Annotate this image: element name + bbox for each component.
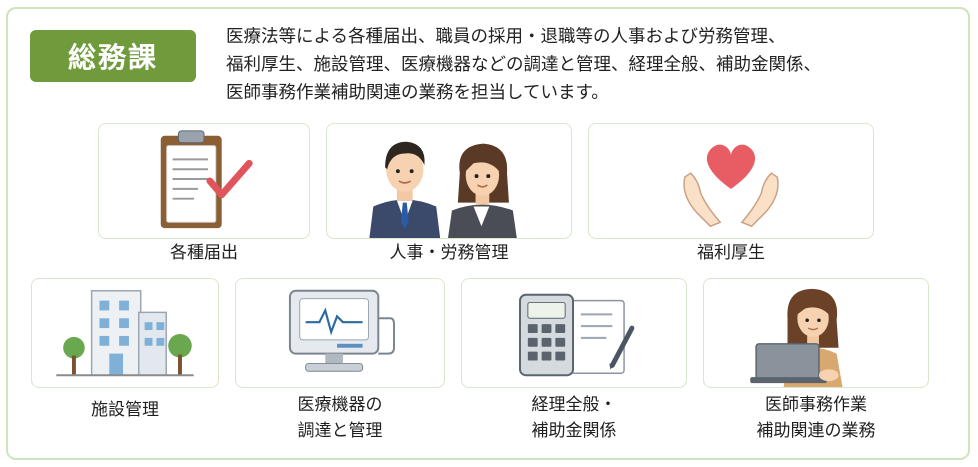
department-description: 医療法等による各種届出、職員の採用・退職等の人事および労務管理、 福利厚生、施設…	[226, 23, 956, 107]
building-icon	[56, 290, 194, 377]
card-welfare	[588, 123, 874, 239]
department-title: 総務課	[67, 41, 158, 74]
department-title-badge: 総務課	[30, 30, 196, 82]
card-accounting-label: 経理全般・ 補助金関係	[531, 395, 617, 441]
card-accounting	[461, 278, 687, 388]
card-medical-equipment	[235, 278, 445, 388]
card-medical-clerk	[703, 278, 929, 388]
description-line: 医療法等による各種届出、職員の採用・退職等の人事および労務管理、	[226, 27, 786, 47]
clipboard-check-icon	[160, 130, 253, 229]
heart-hands-icon	[683, 144, 779, 228]
card-welfare-label: 福利厚生	[697, 243, 765, 263]
card-facility-label: 施設管理	[91, 400, 159, 420]
card-medical-equipment-label: 医療機器の 調達と管理	[297, 395, 383, 441]
calculator-document-icon	[519, 293, 635, 377]
card-personnel-label: 人事・労務管理	[389, 243, 509, 263]
medical-monitor-icon	[288, 289, 395, 372]
description-line: 医師事務作業補助関連の業務を担当しています。	[226, 83, 609, 103]
card-filings-label: 各種届出	[170, 243, 238, 263]
woman-laptop-icon	[750, 288, 843, 387]
staff-people-icon	[369, 141, 517, 238]
card-filings	[98, 123, 310, 239]
description-line: 福利厚生、施設管理、医療機器などの調達と管理、経理全般、補助金関係、	[226, 55, 821, 75]
card-personnel	[326, 123, 572, 239]
card-medical-clerk-label: 医師事務作業 補助関連の業務	[756, 395, 876, 441]
card-facility	[31, 278, 219, 388]
